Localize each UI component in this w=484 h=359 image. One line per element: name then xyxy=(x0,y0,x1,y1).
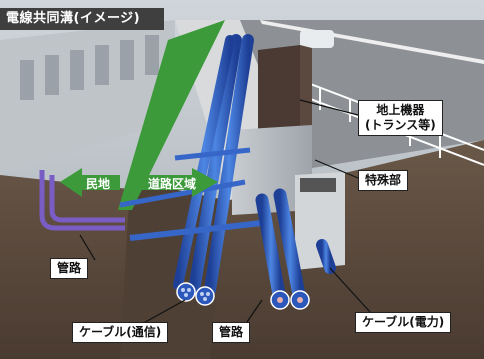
arrow-private-land xyxy=(60,168,120,197)
arrow-road-area xyxy=(140,168,218,197)
pipe-right-2 xyxy=(273,188,307,307)
special-part-box xyxy=(232,125,312,215)
car xyxy=(300,30,334,48)
pipe-end-2 xyxy=(195,286,215,306)
pipe-lateral-2 xyxy=(119,179,246,208)
building-windows xyxy=(20,35,159,100)
label-pipe-bottom: 管路 xyxy=(212,322,251,343)
pipe-lateral-1 xyxy=(129,219,271,241)
arrow-label-private-land: 民地 xyxy=(86,177,111,191)
pipe-long-1 xyxy=(188,34,242,296)
green-strip xyxy=(118,20,225,210)
ground-equipment-box xyxy=(258,45,300,135)
arrow-label-road-area: 道路区域 xyxy=(148,177,197,191)
label-cable-comm: ケーブル(通信) xyxy=(72,322,169,343)
trench xyxy=(120,180,225,359)
pipe-long-2 xyxy=(204,34,254,296)
handhole-box xyxy=(295,172,345,270)
label-pipe-left: 管路 xyxy=(50,258,89,279)
label-ground-equipment: 地上機器 (トランス等) xyxy=(358,100,443,136)
pipes xyxy=(119,34,336,310)
pipe-right-3 xyxy=(316,239,336,274)
service-pipes xyxy=(39,170,125,231)
pipe-lateral-3 xyxy=(174,147,251,161)
header-title: 電線共同溝(イメージ) xyxy=(0,8,164,30)
pipe-end-1 xyxy=(176,282,196,302)
pipe-long-3 xyxy=(173,35,235,290)
label-cable-power: ケーブル(電力) xyxy=(355,312,452,333)
leader-lines xyxy=(79,99,371,326)
pipe-right-1 xyxy=(255,193,287,307)
label-special-part: 特殊部 xyxy=(358,170,409,191)
